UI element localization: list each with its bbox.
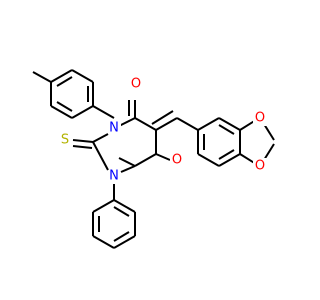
oxygen-atom-carbonyl-top: O [129,76,143,92]
ring-bond [118,157,136,167]
tolyl-bond [71,105,94,119]
tolyl-ring [50,69,94,119]
tolyl-double-bond [56,101,73,112]
exocyclic-bond [155,117,178,131]
dioxole-bond [263,143,275,161]
oxygen-atom-dioxole-top: O [253,110,267,126]
atom-labels: O N S N O O O [58,76,267,184]
c2-s-bond [72,139,94,143]
bdx-bond [197,117,220,131]
oxygen-atom-dioxole-bottom: O [253,158,267,174]
ring-bond [118,117,136,127]
carbonyl-bottom-bond [155,153,171,161]
methyl-bond [32,71,52,83]
tolyl-bond [50,69,73,83]
tolyl-bond [71,69,94,83]
ring-bond [134,153,157,167]
pyrimidine-ring [118,117,157,167]
bdx-bond [218,117,241,131]
c2-n-bottom-bond [92,141,109,171]
bdx-double [218,149,235,160]
dioxole-ring [239,119,275,165]
svg-text:N: N [109,169,119,184]
n-top-c2-bond [92,133,109,143]
phenyl-bond [113,235,136,249]
svg-text:O: O [172,153,182,168]
chemical-structure-diagram: O N S N O O O [32,69,275,249]
sulfur-atom: S [58,132,72,148]
oxygen-atom-carbonyl-bottom: O [170,152,184,168]
structure-canvas: O N S N O O O [32,69,275,249]
nitrogen-atom-bottom: N [107,168,121,184]
svg-text:N: N [109,121,119,136]
tolyl-bond [50,105,73,119]
n-bottom-c6-bond [120,165,136,173]
phenyl-bond [113,199,136,213]
heteroatom-ring-bonds [72,133,136,200]
phenyl-double [113,206,130,217]
svg-text:S: S [61,133,69,148]
svg-text:O: O [131,77,141,92]
bdx-bond [197,153,220,167]
bdx-bond [218,153,241,167]
ch-aryl-bond [176,117,199,131]
bdx-double [218,124,235,135]
svg-text:O: O [255,159,265,174]
phenyl-bond [92,235,115,249]
dioxole-bond [263,123,275,141]
svg-text:O: O [255,111,265,126]
phenyl-bond [92,199,115,213]
benzodioxole-ring [197,117,241,167]
phenyl-double [113,231,130,242]
nitrogen-atom-top: N [107,120,121,136]
tolyl-n-bond [92,105,115,119]
ring-bond [134,117,157,131]
c2-s-double [72,145,93,149]
exocyclic-double [151,110,174,125]
tolyl-double-bond [56,76,73,87]
